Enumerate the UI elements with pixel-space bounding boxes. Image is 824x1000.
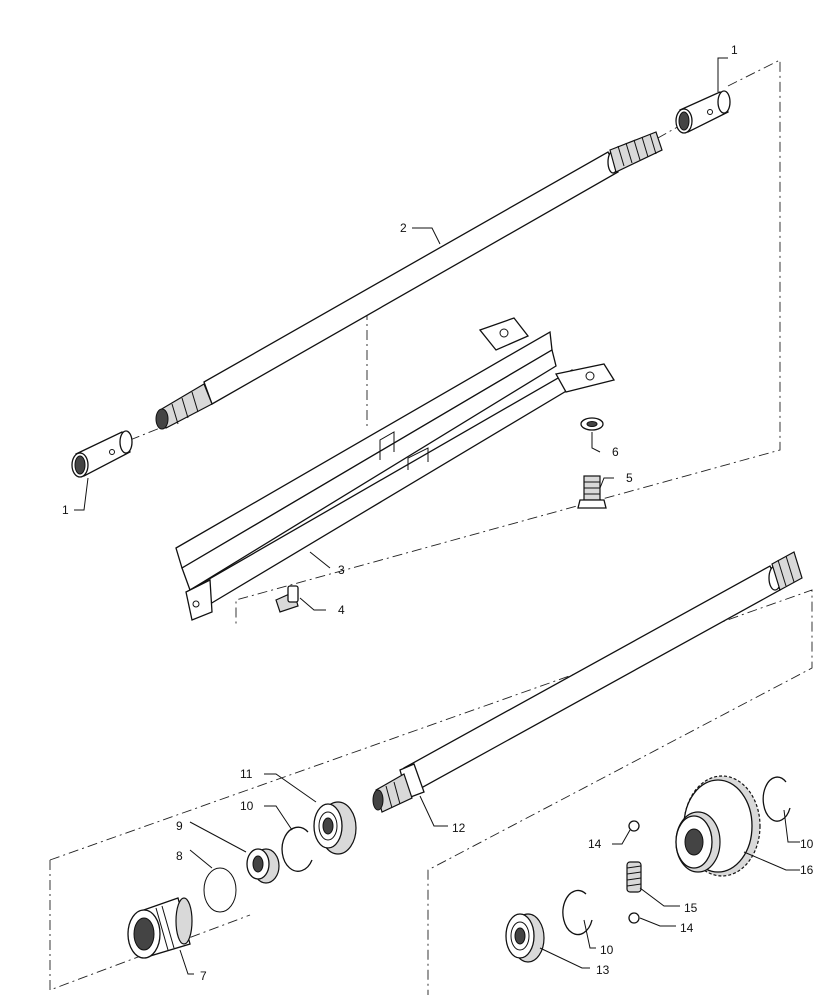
callout-15: 15 — [684, 901, 698, 915]
callout-labels: 1 1 2 3 4 5 6 7 8 9 10 10 10 11 12 13 14… — [62, 43, 814, 983]
callout-5: 5 — [626, 471, 633, 485]
bushing-item-7 — [127, 897, 193, 959]
callout-10-lower: 10 — [600, 943, 614, 957]
bearing-item-11 — [313, 801, 357, 855]
washer-item-6 — [580, 417, 604, 431]
spring-item-15 — [626, 861, 642, 893]
callout-2: 2 — [400, 221, 407, 235]
callout-1-bottom: 1 — [62, 503, 69, 517]
snap-ring-item-10-lower — [562, 889, 593, 936]
spacer-item-9 — [246, 848, 280, 884]
mounting-bracket — [175, 317, 616, 621]
bolt-item-5 — [577, 475, 607, 509]
bearing-item-13 — [505, 913, 545, 963]
snap-ring-item-10-right — [762, 776, 791, 822]
callout-11: 11 — [240, 767, 253, 781]
callout-13: 13 — [596, 963, 610, 977]
callout-8: 8 — [176, 849, 183, 863]
callout-6: 6 — [612, 445, 619, 459]
leader-lines — [74, 57, 800, 975]
o-ring-item-8 — [203, 867, 237, 913]
upper-splined-shaft — [155, 131, 663, 430]
ball-item-14-bottom — [628, 912, 640, 924]
coupler-sleeve-bottom — [71, 430, 133, 478]
callout-16: 16 — [800, 863, 814, 877]
callout-10-right: 10 — [800, 837, 814, 851]
gear-item-16 — [675, 775, 761, 877]
callout-3: 3 — [338, 563, 345, 577]
callout-7: 7 — [200, 969, 207, 983]
coupler-sleeve-top — [675, 90, 731, 134]
ball-item-14-top — [628, 820, 640, 832]
callout-9: 9 — [176, 819, 183, 833]
callout-4: 4 — [338, 603, 345, 617]
callout-14-bottom: 14 — [680, 921, 694, 935]
callout-14-top: 14 — [588, 837, 602, 851]
callout-12: 12 — [452, 821, 466, 835]
callout-10-left: 10 — [240, 799, 254, 813]
screw-item-4 — [275, 585, 299, 613]
snap-ring-item-10-left — [281, 826, 313, 872]
callout-1-top: 1 — [731, 43, 738, 57]
lower-splined-shaft — [372, 551, 803, 813]
